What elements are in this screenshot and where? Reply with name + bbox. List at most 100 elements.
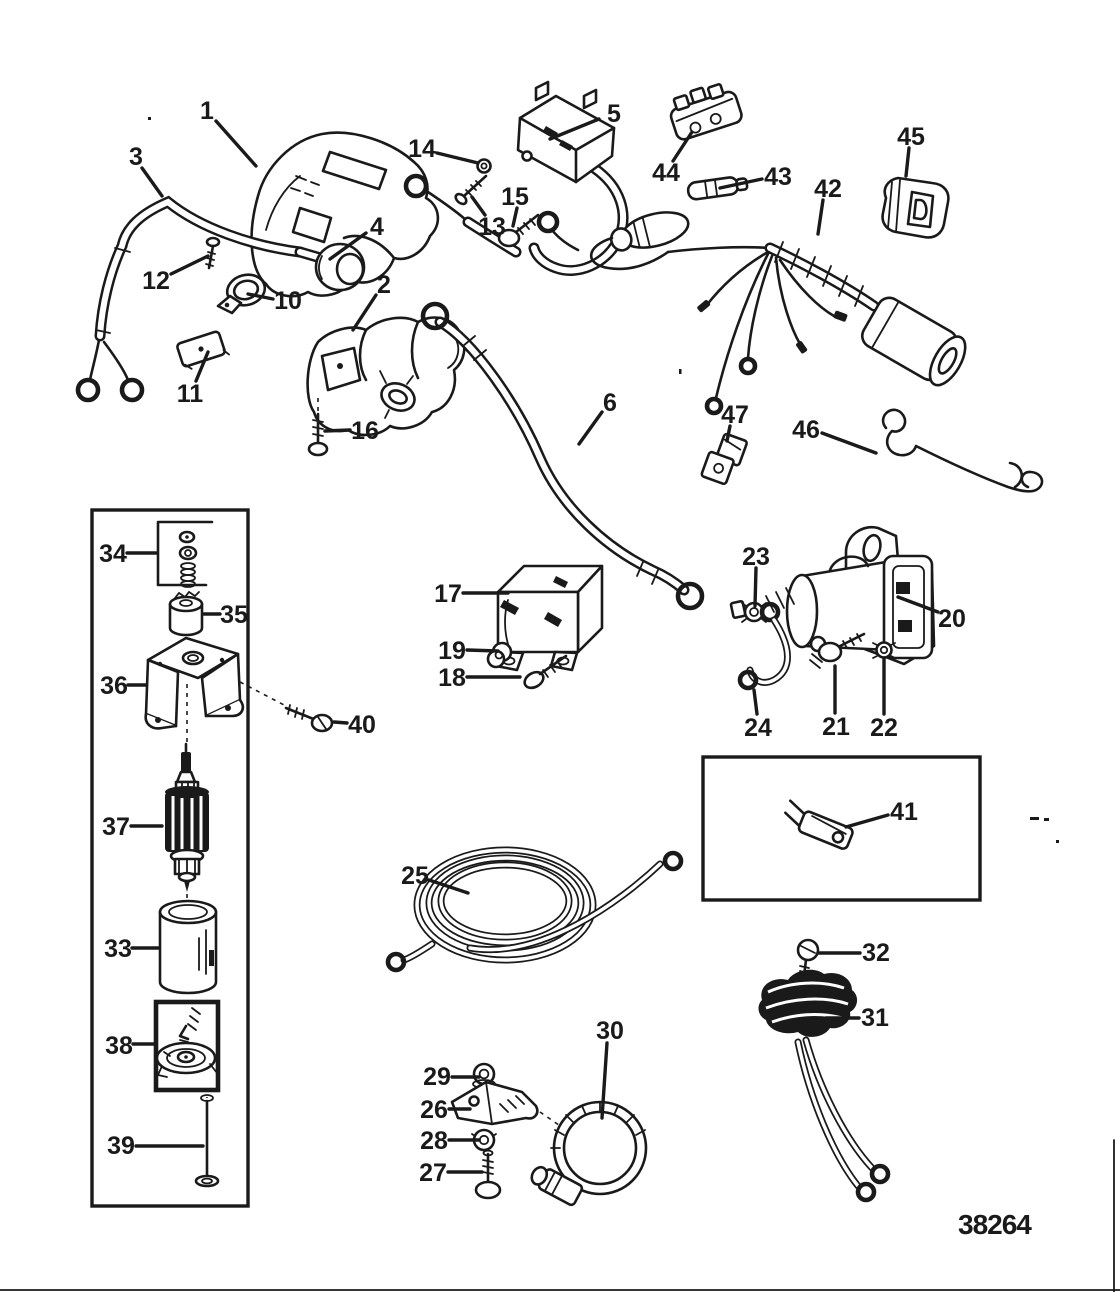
callout-18: 18 [438, 664, 466, 692]
part-13-screw [454, 174, 488, 206]
callout-6: 6 [603, 389, 617, 417]
callout-33: 33 [104, 935, 132, 963]
callout-40: 40 [348, 711, 376, 739]
part-36-mount-bracket [144, 636, 287, 744]
part-39-through-bolt [194, 1088, 220, 1188]
callout-31: 31 [861, 1004, 889, 1032]
part-46-wire-bracket [881, 408, 1044, 493]
callout-15: 15 [501, 183, 529, 211]
part-34-hardware-stack [156, 520, 214, 588]
part-25-coiled-cable [385, 846, 684, 973]
callout-41: 41 [890, 798, 918, 826]
part-5-switch [403, 80, 629, 276]
part-15-bolt [497, 213, 540, 248]
clip-41-box [701, 755, 982, 902]
part-42-harness [589, 211, 967, 416]
callout-leader-19 [465, 648, 500, 653]
callout-leader-45 [904, 146, 911, 178]
callout-19: 19 [438, 637, 466, 665]
callout-47: 47 [721, 401, 749, 429]
callout-29: 29 [423, 1063, 451, 1091]
callout-38: 38 [105, 1032, 133, 1060]
callout-16: 16 [351, 417, 379, 445]
callout-leader-2 [351, 293, 378, 332]
part-3-cable [75, 195, 306, 403]
callout-20: 20 [938, 605, 966, 633]
callout-leader-1 [214, 119, 258, 168]
callout-25: 25 [401, 862, 429, 890]
callout-27: 27 [419, 1159, 447, 1187]
part-19-nut [486, 641, 513, 669]
part-30-hose-clamp [530, 1100, 648, 1207]
callout-37: 37 [102, 813, 130, 841]
part-14-washer [476, 158, 492, 174]
part-38-end-cap [153, 999, 221, 1093]
part-24-ground-wire [737, 601, 791, 691]
callout-leader-10 [246, 292, 275, 301]
callout-43: 43 [764, 163, 792, 191]
callout-11: 11 [177, 380, 204, 408]
callout-2: 2 [377, 271, 391, 299]
callout-21: 21 [822, 713, 850, 741]
callout-10: 10 [274, 287, 302, 315]
callout-23: 23 [742, 543, 770, 571]
callout-leader-40 [332, 720, 349, 725]
part-44-connector [669, 83, 743, 141]
callout-leader-41 [844, 813, 890, 829]
part-47-clip [700, 432, 748, 486]
callout-leader-20 [896, 595, 940, 614]
callout-leader-5 [548, 117, 601, 141]
callout-34: 34 [99, 540, 127, 568]
callout-leader-24 [752, 688, 759, 716]
callout-3: 3 [129, 143, 143, 171]
callout-12: 12 [142, 267, 170, 295]
callout-leader-43 [718, 177, 764, 190]
callout-35: 35 [220, 601, 248, 629]
callout-45: 45 [897, 123, 925, 151]
callout-leader-4 [328, 231, 368, 261]
part-26-bracket [450, 1080, 567, 1131]
part-31-brush-assembly [758, 969, 891, 1203]
callout-30: 30 [596, 1017, 624, 1045]
part-35-bushing [168, 590, 204, 650]
callout-leader-3 [140, 166, 164, 198]
part-12-screw [205, 236, 221, 270]
callout-44: 44 [652, 159, 680, 187]
callout-leader-46 [820, 431, 878, 455]
callout-13: 13 [478, 213, 506, 241]
callout-leader-30 [600, 1041, 609, 1120]
callout-39: 39 [107, 1132, 135, 1160]
part-18-screw [523, 654, 568, 690]
callout-leader-23 [753, 566, 758, 608]
callout-26: 26 [420, 1096, 448, 1124]
callout-36: 36 [100, 672, 128, 700]
part-16-screw [307, 398, 329, 457]
part-6-cable [420, 301, 705, 611]
part-43-fuse [686, 176, 749, 201]
part-22-nut [872, 641, 896, 659]
part-33-frame-cylinder [158, 899, 218, 995]
callout-leader-44 [671, 130, 694, 163]
callout-leader-14 [435, 151, 480, 165]
callout-leader-25 [427, 878, 470, 895]
callout-leader-13 [470, 195, 487, 217]
callout-leader-6 [577, 410, 604, 446]
callout-1: 1 [200, 97, 214, 125]
callout-24: 24 [744, 714, 772, 742]
callout-32: 32 [862, 939, 890, 967]
drawing-number: 38264 [958, 1209, 1032, 1240]
callout-leader-15 [511, 206, 519, 228]
callout-leader-12 [169, 254, 210, 276]
scan-artifacts [0, 117, 1120, 1292]
part-21-bolt [817, 632, 866, 663]
part-27-bolt [474, 1149, 502, 1200]
part-2-housing [306, 316, 466, 437]
part-32-screw [796, 938, 820, 978]
part-4-knob [294, 242, 366, 292]
callout-leader-16 [323, 428, 352, 433]
part-45-boot [881, 176, 950, 239]
callout-14: 14 [408, 135, 436, 163]
part-40-bolt [284, 704, 334, 733]
